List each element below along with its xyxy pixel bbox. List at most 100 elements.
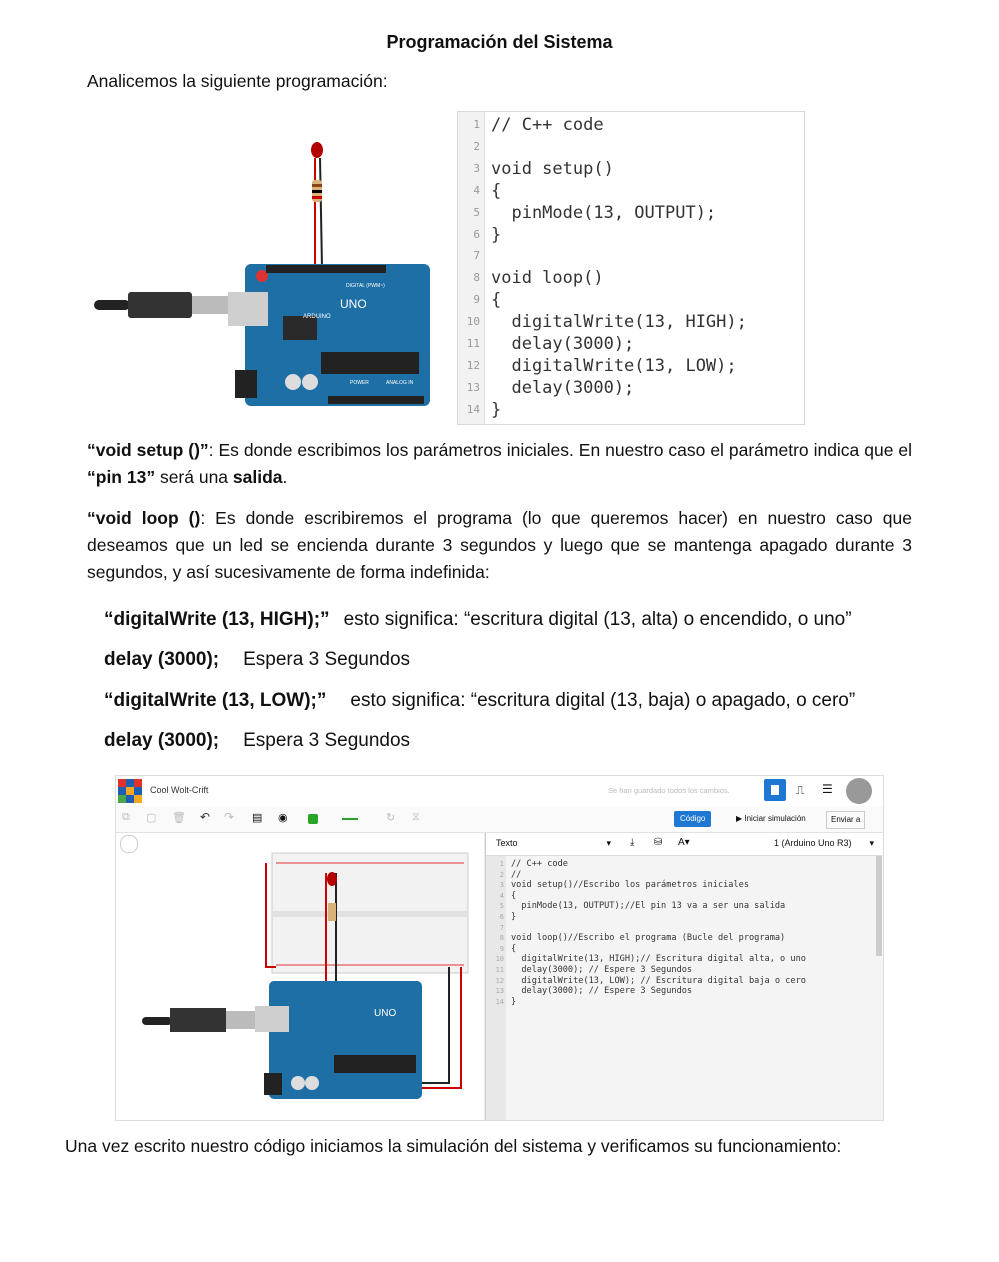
zoom-fit-icon[interactable] [120,835,138,853]
editor-line-number: 9 [499,944,504,953]
paste-icon[interactable]: ▢ [146,812,157,824]
def-row-3: “digitalWrite (13, LOW);”esto significa:… [104,690,856,711]
circuit-view-button[interactable] [764,779,786,801]
line-number: 1 [473,118,480,131]
copy-icon[interactable]: ⧉ [122,811,130,823]
page-title: Programación del Sistema [386,32,613,52]
editor-line-number: 7 [499,923,504,932]
device-select[interactable]: 1 (Arduino Uno R3)▾ [774,838,874,848]
editor-code-text: digitalWrite(13, HIGH);// Escritura digi… [511,954,806,965]
editor-code-text: pinMode(13, OUTPUT);//El pin 13 va a ser… [511,901,786,912]
code-text: digitalWrite(13, HIGH); [491,312,747,333]
editor-code-text: { [511,943,517,954]
circuit-canvas[interactable]: UNO [116,833,484,1120]
uno-label: UNO [340,297,367,311]
code-text: digitalWrite(13, LOW); [491,355,737,376]
closing-paragraph: Una vez escrito nuestro código iniciamos… [65,1136,842,1156]
digital-label: DIGITAL (PWM~) [346,283,385,289]
code-text: } [491,399,502,420]
editor-gutter [486,856,506,1120]
line-gutter [458,112,485,424]
font-size-icon[interactable]: A▾ [678,837,690,848]
list-icon[interactable]: ☰ [822,782,833,796]
tinkercad-toolbar: ⧉ ▢ 🗑 ↶ ↷ ▤ ◉ ↻ ⧖ Código ▶ Iniciar simul… [116,806,883,833]
editor-code-text: digitalWrite(13, LOW); // Escritura digi… [511,975,806,986]
line-number: 10 [466,315,480,329]
code-editor-panel: Texto▾ ⤓ ⛁ A▾ 1 (Arduino Uno R3)▾ 1 // C+… [485,833,883,1120]
code-text: } [491,224,502,245]
uno-label-sim: UNO [374,1008,396,1019]
color-picker[interactable] [308,814,318,824]
line-number: 9 [473,293,480,307]
undo-icon[interactable]: ↶ [200,810,211,824]
saved-status: Se han guardado todos los cambios. [608,786,730,795]
editor-line-number: 10 [495,955,504,964]
wire-style-picker[interactable] [342,818,358,820]
def-row-2: delay (3000);Espera 3 Segundos [104,649,411,670]
code-text: { [491,180,502,201]
project-name[interactable]: Cool Wolt-Crift [150,785,209,795]
delete-icon[interactable]: 🗑 [172,812,186,824]
redo-icon[interactable]: ↷ [224,810,235,824]
analog-label: ANALOG IN [386,380,414,386]
editor-code-text: delay(3000); // Espere 3 Segundos [511,965,693,975]
power-label: POWER [350,380,369,386]
editor-code-text: delay(3000); // Espere 3 Segundos [511,986,693,997]
note-icon[interactable]: ▤ [252,812,263,824]
editor-code-text: } [511,912,517,922]
editor-line-number: 11 [495,966,504,974]
editor-line-number: 1 [499,860,504,868]
code-button[interactable]: Código [674,811,712,827]
code-text: delay(3000); [491,334,635,354]
editor-line-number: 4 [499,891,504,900]
line-number: 5 [473,205,480,219]
editor-line-number: 8 [499,934,504,943]
view-icon[interactable]: ◉ [278,812,288,824]
def-row-4: delay (3000);Espera 3 Segundos [104,730,411,751]
code-text: { [491,290,502,311]
avatar[interactable] [846,778,872,804]
editor-code[interactable]: 1 // C++ code 2 // 3 void setup()//Escribo lo… [486,856,883,1120]
arduino-led-illustration: UNO ARDUINO DIGITAL (PWM~) POWER ANALOG … [94,142,430,406]
code-text: delay(3000); [491,377,635,398]
def-row-1: “digitalWrite (13, HIGH);”esto significa… [104,609,852,630]
editor-code-text: { [511,890,517,901]
code-text: pinMode(13, OUTPUT); [491,202,717,223]
line-number: 6 [473,227,480,241]
component-icon[interactable]: ⎍ [796,783,805,797]
intro-text: Analicemos la siguiente programación: [87,71,388,91]
tinkercad-logo[interactable] [118,779,142,803]
chip-icon [771,785,779,795]
code-text: void loop() [491,268,604,289]
circuit-drawing: UNO [142,852,469,1099]
arduino-label: ARDUINO [303,314,331,320]
mirror-icon[interactable]: ⧖ [412,811,420,823]
editor-line-number: 14 [495,997,504,1006]
start-simulation-button[interactable]: ▶ Iniciar simulación [736,814,806,823]
download-icon[interactable]: ⤓ [630,837,635,848]
editor-line-number: 2 [499,870,504,879]
editor-line-number: 13 [495,987,504,996]
rotate-icon[interactable]: ↻ [386,812,396,824]
setup-paragraph: “void setup ()”: Es donde escribimos los… [87,440,912,487]
editor-line-number: 5 [499,902,504,911]
editor-line-number: 6 [499,913,504,921]
line-number: 13 [466,380,480,394]
editor-code-text: // [511,869,522,880]
upload-icon[interactable]: ⛁ [654,837,663,848]
editor-line-number: 12 [495,976,504,985]
code-text: // C++ code [491,115,604,135]
code-mode-select[interactable]: Texto▾ [496,838,611,848]
line-number: 14 [466,402,480,416]
editor-line-number: 3 [499,881,504,890]
send-to-button[interactable]: Enviar a [826,811,866,829]
editor-code-text: } [511,996,517,1007]
editor-scrollbar[interactable] [876,856,882,956]
editor-code-text: // C++ code [511,859,568,869]
tinkercad-topbar: Cool Wolt-Crift Se han guardado todos lo… [116,776,883,807]
line-number: 12 [466,358,480,372]
editor-code-text: void setup()//Escribo los parámetros ini… [511,880,749,891]
loop-paragraph: “void loop (): Es donde escribiremos el … [87,508,912,582]
line-number: 7 [473,249,480,263]
